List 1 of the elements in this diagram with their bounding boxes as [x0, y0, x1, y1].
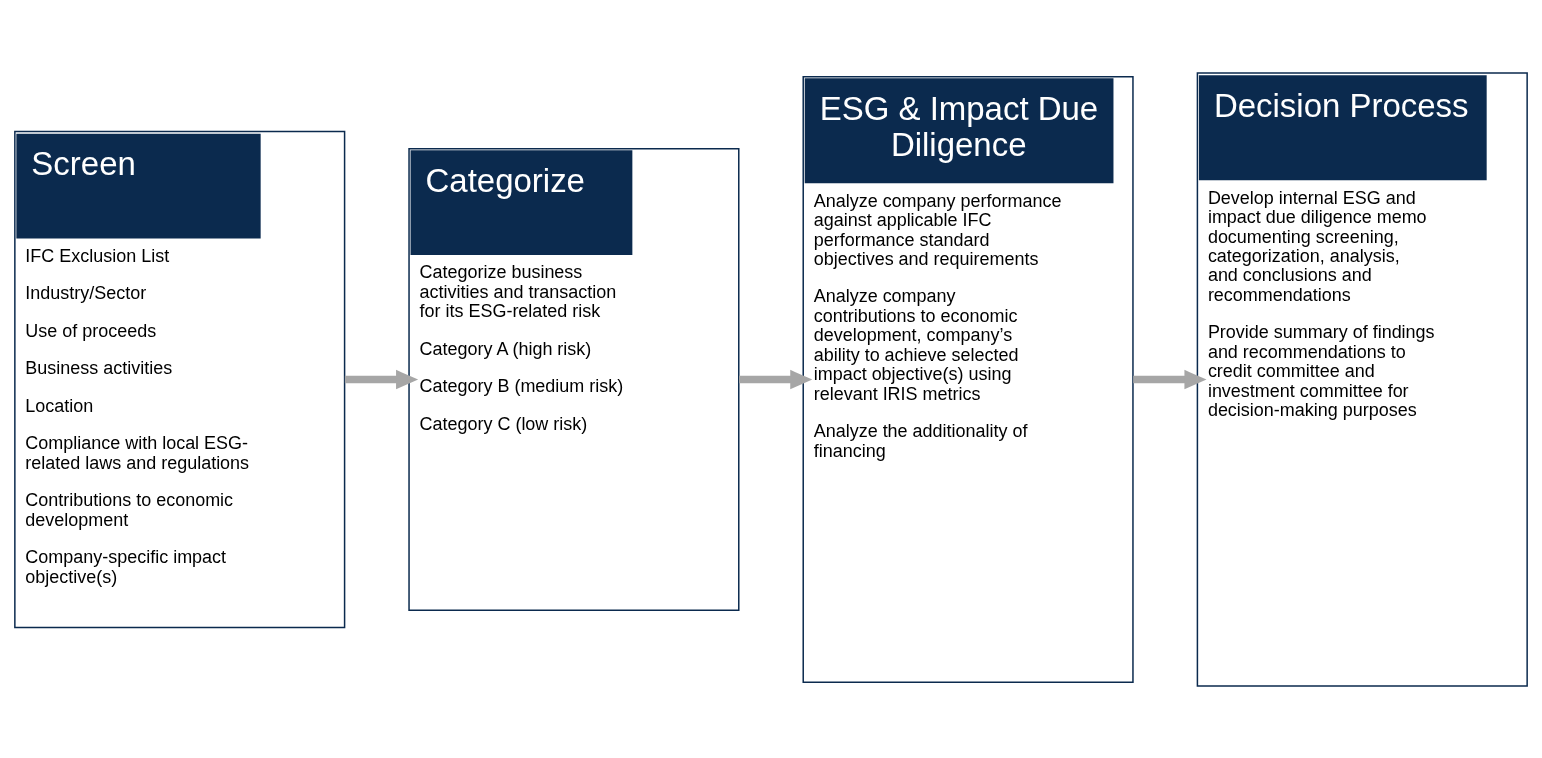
arrow [344, 369, 419, 389]
